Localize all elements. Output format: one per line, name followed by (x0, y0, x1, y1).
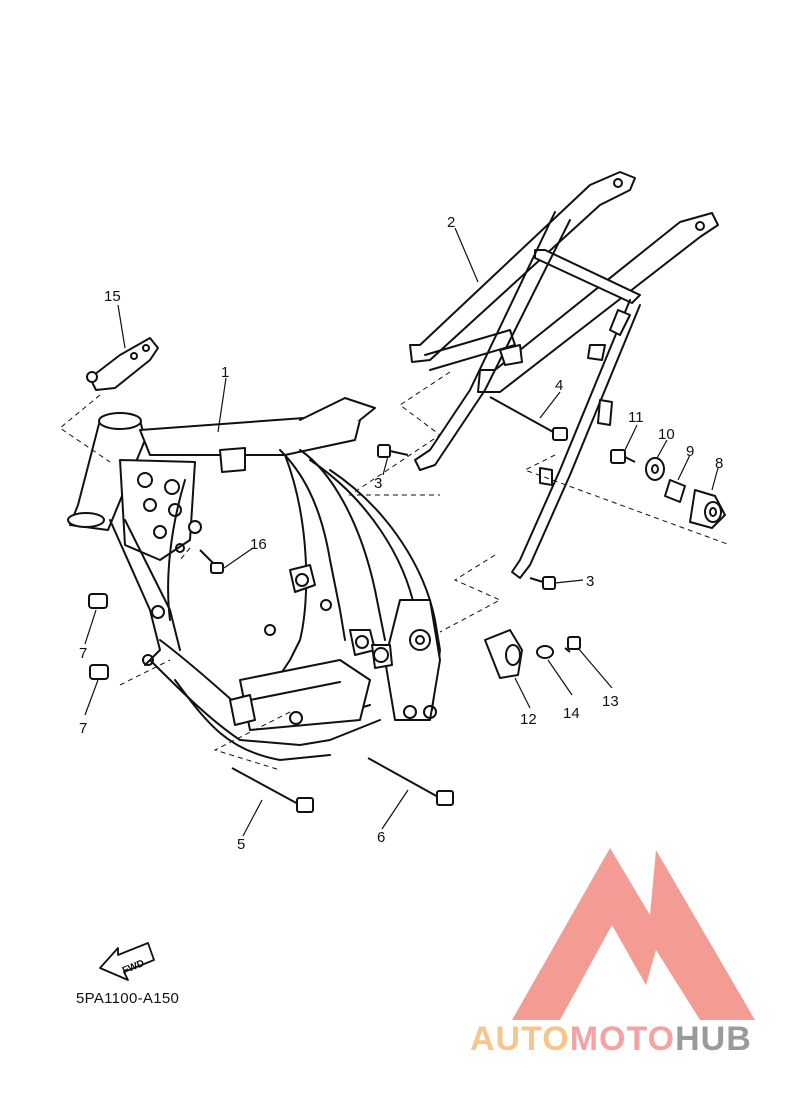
callout-7a: 7 (79, 645, 87, 662)
watermark-logo (512, 848, 755, 1020)
watermark-text: AUTOMOTOHUB (470, 1020, 752, 1059)
callout-7b: 7 (79, 720, 87, 737)
watermark-part-auto: AUTO (470, 1020, 570, 1058)
callout-11: 11 (628, 409, 644, 426)
callout-13: 13 (602, 693, 619, 710)
callout-10: 10 (658, 426, 675, 443)
callout-4: 4 (555, 377, 563, 394)
drawing-code: 5PA1100-A150 (76, 990, 180, 1007)
callout-2: 2 (447, 214, 455, 231)
callout-3a: 3 (374, 475, 382, 492)
callout-9: 9 (686, 443, 694, 460)
callout-16: 16 (250, 536, 267, 553)
callout-15: 15 (104, 288, 121, 305)
callout-6: 6 (377, 829, 385, 846)
callout-8: 8 (715, 455, 723, 472)
callout-1: 1 (221, 364, 229, 381)
fwd-arrow-icon: FWD (99, 942, 155, 981)
main-frame (67, 397, 441, 761)
callout-5: 5 (237, 836, 245, 853)
watermark-part-moto: MOTO (569, 1020, 676, 1058)
small-parts (86, 337, 726, 813)
assembly-guides (59, 371, 731, 771)
watermark-part-hub: HUB (675, 1020, 752, 1058)
callout-14: 14 (563, 705, 580, 722)
callout-labels: 1 2 3 3 4 5 6 7 7 8 9 10 11 12 13 14 15 … (79, 214, 723, 853)
callout-12: 12 (520, 711, 537, 728)
callout-3b: 3 (586, 573, 594, 590)
rear-subframe (409, 171, 719, 579)
leader-lines (84, 227, 719, 837)
